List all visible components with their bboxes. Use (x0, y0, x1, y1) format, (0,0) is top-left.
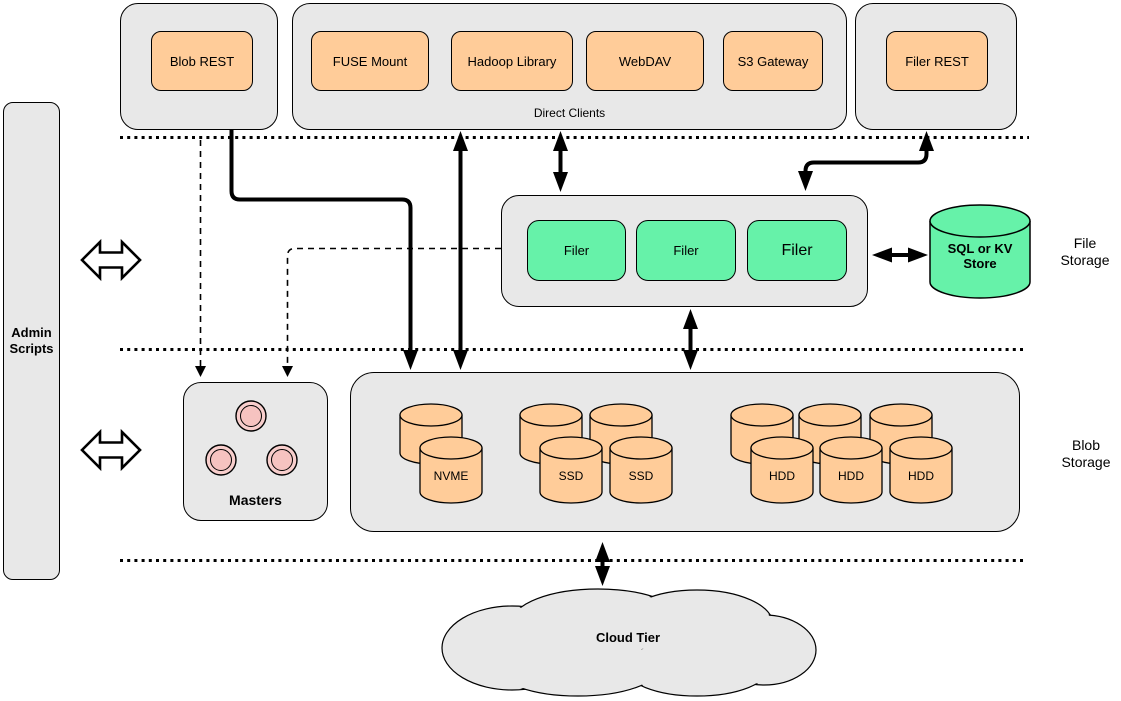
direct-clients-group: FUSE Mount Hadoop Library WebDAV S3 Gate… (292, 3, 847, 130)
admin-arrow-file-tier (80, 238, 142, 282)
cloud-tier-label: Cloud Tier (595, 630, 661, 645)
dashed-arrowheads (195, 366, 293, 377)
blob-rest-group: Blob REST (120, 3, 278, 130)
filer-node-2: Filer (636, 220, 736, 281)
filer-node-1: Filer (527, 220, 626, 281)
filer-cluster-group: Filer Filer Filer (501, 195, 868, 307)
fuse-mount-node: FUSE Mount (311, 31, 429, 91)
ssd-disk-label-2: SSD (628, 469, 654, 483)
nvme-disk-label: NVME (433, 469, 469, 483)
blob-storage-section-label: Blob Storage (1061, 437, 1111, 470)
direct-clients-caption: Direct Clients (533, 106, 606, 120)
admin-scripts-panel: Admin Scripts (3, 102, 60, 580)
s3-gateway-node: S3 Gateway (723, 31, 823, 91)
webdav-node: WebDAV (586, 31, 704, 91)
arrow-filerrest-filer (803, 149, 929, 173)
hdd-disk-label-1: HDD (769, 469, 795, 483)
ssd-disk-label-1: SSD (558, 469, 584, 483)
blob-rest-node: Blob REST (151, 31, 253, 91)
admin-double-arrows (80, 238, 142, 472)
dashed-arrow-filer-to-masters (286, 247, 501, 366)
masters-group: Masters (183, 382, 328, 521)
filer-node-3: Filer (747, 220, 847, 281)
hadoop-library-node: Hadoop Library (451, 31, 573, 91)
dashed-connectors (199, 140, 501, 366)
hdd-disk-label-3: HDD (908, 469, 934, 483)
hdd-disk-label-2: HDD (838, 469, 864, 483)
sql-kv-store-label: SQL or KV Store (947, 241, 1013, 272)
masters-label: Masters (229, 492, 282, 508)
admin-arrow-blob-tier (80, 428, 142, 472)
file-storage-section-label: File Storage (1060, 235, 1110, 268)
admin-scripts-label: Admin Scripts (9, 324, 54, 356)
filer-rest-node: Filer REST (886, 31, 988, 91)
arrow-blobrest-to-blobstore (229, 130, 413, 351)
filer-rest-group: Filer REST (855, 3, 1017, 130)
blob-storage-group (350, 372, 1020, 532)
